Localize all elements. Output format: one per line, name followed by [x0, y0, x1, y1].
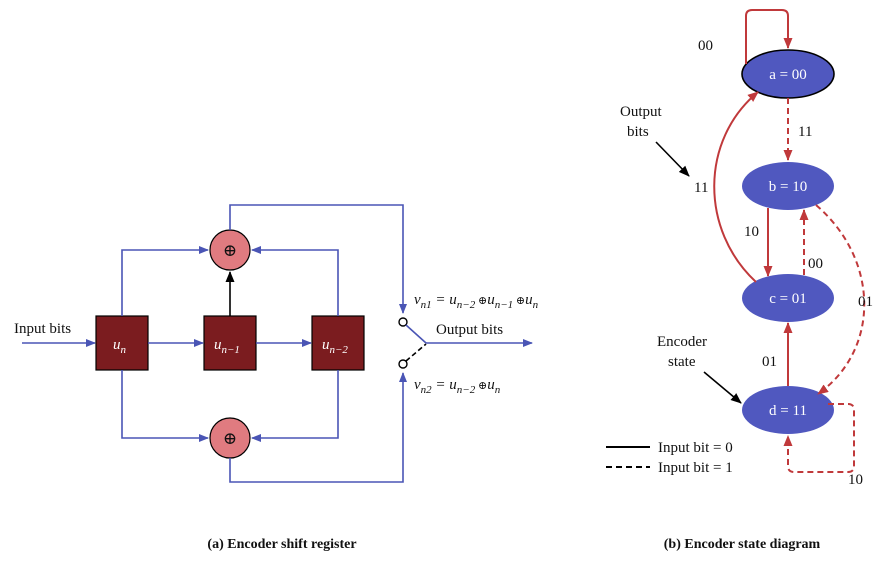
callout-encoder-state-line2: state: [668, 354, 696, 370]
caption-b: (b) Encoder state diagram: [664, 537, 821, 552]
register-cell-un1: [203, 315, 257, 371]
transition-c-a: [713, 91, 759, 283]
shift-register-diagram: Input bits un un−1 un−2 ⊕ ⊕ Output: [14, 204, 539, 552]
switch-arm: [405, 343, 427, 362]
transition-c-b-label: 00: [808, 256, 823, 272]
state-b: [742, 162, 834, 210]
legend-dashed-label: Input bit = 1: [658, 460, 733, 476]
un-to-bottom-adder: [121, 370, 209, 442]
register-cell-un: [95, 315, 149, 371]
transition-a-self-label: 00: [698, 38, 713, 54]
transition-b-d: [815, 204, 866, 395]
equation-v1: vn1 = un−2 ⊕un−1 ⊕un: [414, 292, 539, 311]
un2-to-bottom-adder: [251, 370, 339, 442]
transition-d-c-label: 01: [762, 354, 777, 370]
output-bits-label: Output bits: [436, 322, 503, 338]
transition-d-self: [783, 403, 855, 473]
state-c: [742, 274, 834, 322]
callout-encoder-state-arrow: [703, 371, 742, 404]
transition-d-self-label: 10: [848, 472, 863, 488]
register-label-un1: un−1: [214, 337, 240, 356]
top-adder-output: [229, 204, 407, 314]
state-c-label: c = 01: [769, 291, 807, 307]
input-bits-label: Input bits: [14, 321, 71, 337]
callout-encoder-state-line1: Encoder: [657, 334, 707, 350]
un2-to-top-adder: [251, 246, 339, 316]
register-label-un: un: [113, 337, 127, 356]
switch-terminal-top: [398, 317, 408, 327]
state-d: [742, 386, 834, 434]
register-cell-un2: [311, 315, 365, 371]
state-d-label: d = 11: [769, 403, 807, 419]
transition-a-self: [745, 9, 793, 64]
un-to-top-adder: [121, 246, 209, 316]
caption-a: (a) Encoder shift register: [207, 537, 356, 552]
state-b-label: b = 10: [769, 179, 807, 195]
switch-terminal-bottom: [398, 359, 408, 369]
bottom-adder-output: [229, 372, 407, 483]
transition-b-c-label: 10: [744, 224, 759, 240]
callout-output-bits-arrow: [655, 141, 690, 177]
legend-solid-label: Input bit = 0: [658, 440, 733, 456]
equation-v2: vn2 = un−2 ⊕un: [414, 377, 501, 396]
state-diagram: a = 00 b = 10 c = 01 d = 11 00 11 11 10 …: [606, 9, 873, 552]
bottom-adder-symbol: ⊕: [223, 429, 237, 448]
register-label-un2: un−2: [322, 337, 348, 356]
state-a-label: a = 00: [769, 67, 807, 83]
transition-c-a-label: 11: [694, 180, 708, 196]
callout-output-bits-line2: bits: [627, 124, 649, 140]
top-adder-symbol: ⊕: [223, 241, 237, 260]
transition-b-d-label: 01: [858, 294, 873, 310]
callout-output-bits-line1: Output: [620, 104, 663, 120]
switch-top-link: [405, 324, 427, 344]
transition-a-b-label: 11: [798, 124, 812, 140]
